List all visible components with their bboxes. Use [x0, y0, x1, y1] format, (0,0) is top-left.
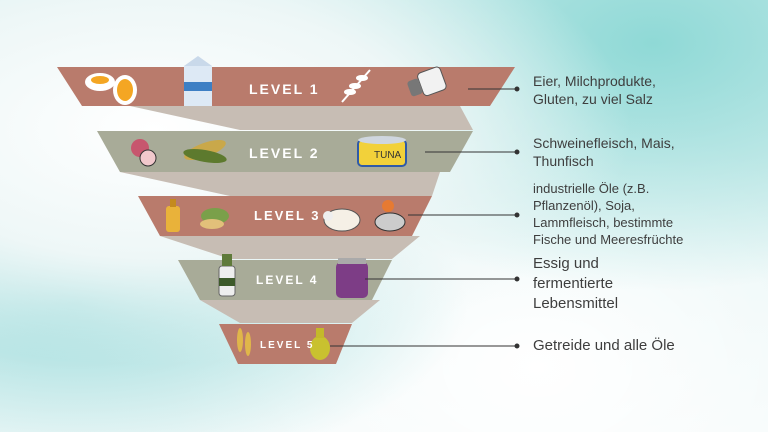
level-4-label: LEVEL 4	[256, 273, 319, 287]
band-level-1	[57, 67, 515, 106]
pointer-dot	[514, 343, 520, 349]
oil-bottle-icon	[166, 199, 180, 232]
pointer-dot	[514, 212, 520, 218]
level-5-label: LEVEL 5	[260, 340, 315, 351]
vinegar-bottle-icon	[218, 254, 236, 297]
level-1-description: Eier, Milchprodukte, Gluten, zu viel Sal…	[533, 73, 656, 107]
tuna-can-icon: TUNA	[357, 136, 407, 167]
level-3-description: industrielle Öle (z.B. Pflanzenöl), Soja…	[533, 181, 684, 247]
lamb-icon	[323, 208, 361, 232]
pork-icon	[131, 139, 157, 167]
pointer-dot	[514, 86, 520, 92]
level-1-label: LEVEL 1	[249, 81, 320, 97]
level-2-description: Schweinefleisch, Mais, Thunfisch	[533, 135, 675, 169]
oil-jug-icon	[310, 328, 330, 360]
grain-icon	[237, 328, 251, 356]
soy-icon	[200, 208, 229, 229]
level-5-description: Getreide und alle Öle	[533, 337, 675, 354]
salt-shaker-icon	[407, 66, 447, 97]
egg-icon	[85, 73, 137, 105]
level-4-description: Essig und fermentierte Lebensmittel	[533, 255, 619, 312]
fermented-jar-icon	[336, 258, 368, 298]
milk-carton-icon	[184, 56, 212, 106]
connector	[130, 106, 473, 130]
pointer-dot	[514, 149, 520, 155]
corn-icon	[183, 140, 227, 164]
pointer-dot	[514, 276, 520, 282]
level-3-label: LEVEL 3	[254, 208, 321, 223]
connector	[200, 300, 380, 323]
wheat-icon	[341, 69, 371, 103]
seafood-icon	[374, 200, 406, 232]
level-2-label: LEVEL 2	[249, 145, 320, 161]
connector	[120, 172, 440, 196]
connector	[160, 236, 420, 259]
svg-text:TUNA: TUNA	[374, 150, 402, 161]
